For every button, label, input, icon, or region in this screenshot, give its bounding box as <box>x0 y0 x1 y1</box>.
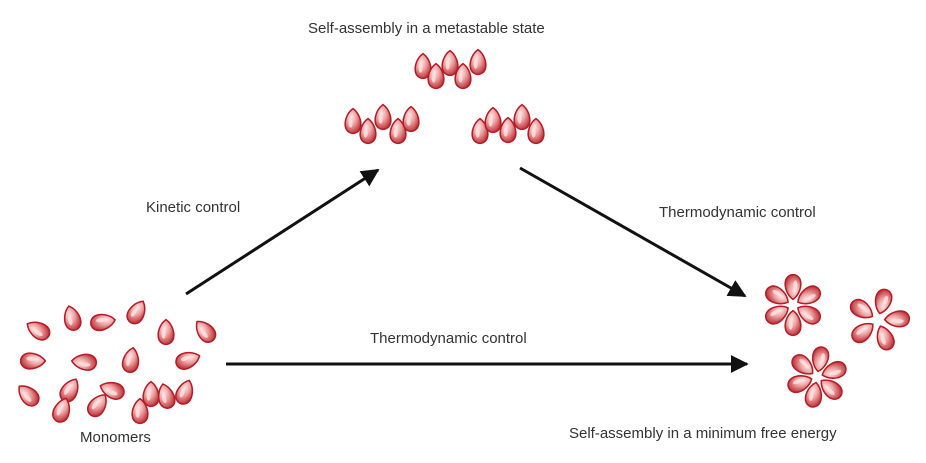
flower-petal <box>851 322 874 344</box>
monomers-label: Monomers <box>80 429 151 446</box>
minimum-energy-flowers <box>764 273 911 408</box>
monomer <box>86 394 107 418</box>
flower-petal <box>787 375 813 394</box>
metastable-monomer <box>427 62 445 90</box>
flower-petal <box>874 288 893 315</box>
monomer <box>26 321 51 341</box>
monomer <box>131 397 149 425</box>
monomer <box>89 313 117 332</box>
flower-petal <box>804 381 823 408</box>
metastable-monomer <box>499 116 517 144</box>
thermodynamic-control-arrow-upper <box>519 166 747 298</box>
flower-petal <box>791 354 814 375</box>
flower-petal <box>820 379 843 400</box>
minimum-free-energy-label: Self-assembly in a minimum free energy <box>569 425 837 442</box>
thermodynamic-control-lower-label: Thermodynamic control <box>370 330 527 347</box>
flower-petal <box>849 298 874 319</box>
flower-petal <box>797 285 822 305</box>
monomer <box>18 385 40 407</box>
metastable-monomer <box>389 117 407 145</box>
monomer <box>121 346 140 374</box>
metastable-cluster <box>344 48 545 145</box>
metastable-monomer <box>414 52 432 80</box>
monomer <box>126 300 146 325</box>
flower-petal <box>784 273 802 301</box>
monomer <box>52 397 71 423</box>
metastable-monomer <box>471 117 489 145</box>
monomer <box>63 305 82 331</box>
kinetic-control-label: Kinetic control <box>146 199 241 216</box>
flower-petal <box>883 310 911 328</box>
kinetic-control-arrow <box>185 168 380 296</box>
metastable-state-label: Self-assembly in a metastable state <box>308 20 545 37</box>
metastable-monomer <box>374 103 392 131</box>
metastable-monomer <box>527 117 545 145</box>
flower-petal <box>784 309 802 337</box>
metastable-monomer <box>359 117 377 145</box>
monomer <box>70 353 98 371</box>
metastable-monomer <box>344 107 362 135</box>
flower-petal <box>876 325 895 351</box>
monomer <box>157 318 175 346</box>
monomer <box>157 383 176 409</box>
flower-petal <box>764 305 789 325</box>
monomer <box>195 320 217 343</box>
metastable-monomer <box>454 62 472 90</box>
flower-petal <box>797 305 822 325</box>
metastable-monomer <box>402 105 420 133</box>
monomer <box>175 379 194 405</box>
monomers-cluster <box>18 300 217 425</box>
monomer <box>142 380 160 408</box>
monomer <box>99 381 125 400</box>
metastable-monomer <box>513 103 531 131</box>
metastable-monomer <box>469 48 487 76</box>
monomer <box>175 351 201 370</box>
monomer <box>19 352 47 370</box>
metastable-monomer <box>484 106 502 134</box>
flower-petal <box>811 346 830 373</box>
metastable-monomer <box>441 49 459 77</box>
flower-petal <box>764 285 789 305</box>
thermodynamic-control-upper-label: Thermodynamic control <box>659 204 816 221</box>
flower-petal <box>821 360 847 379</box>
